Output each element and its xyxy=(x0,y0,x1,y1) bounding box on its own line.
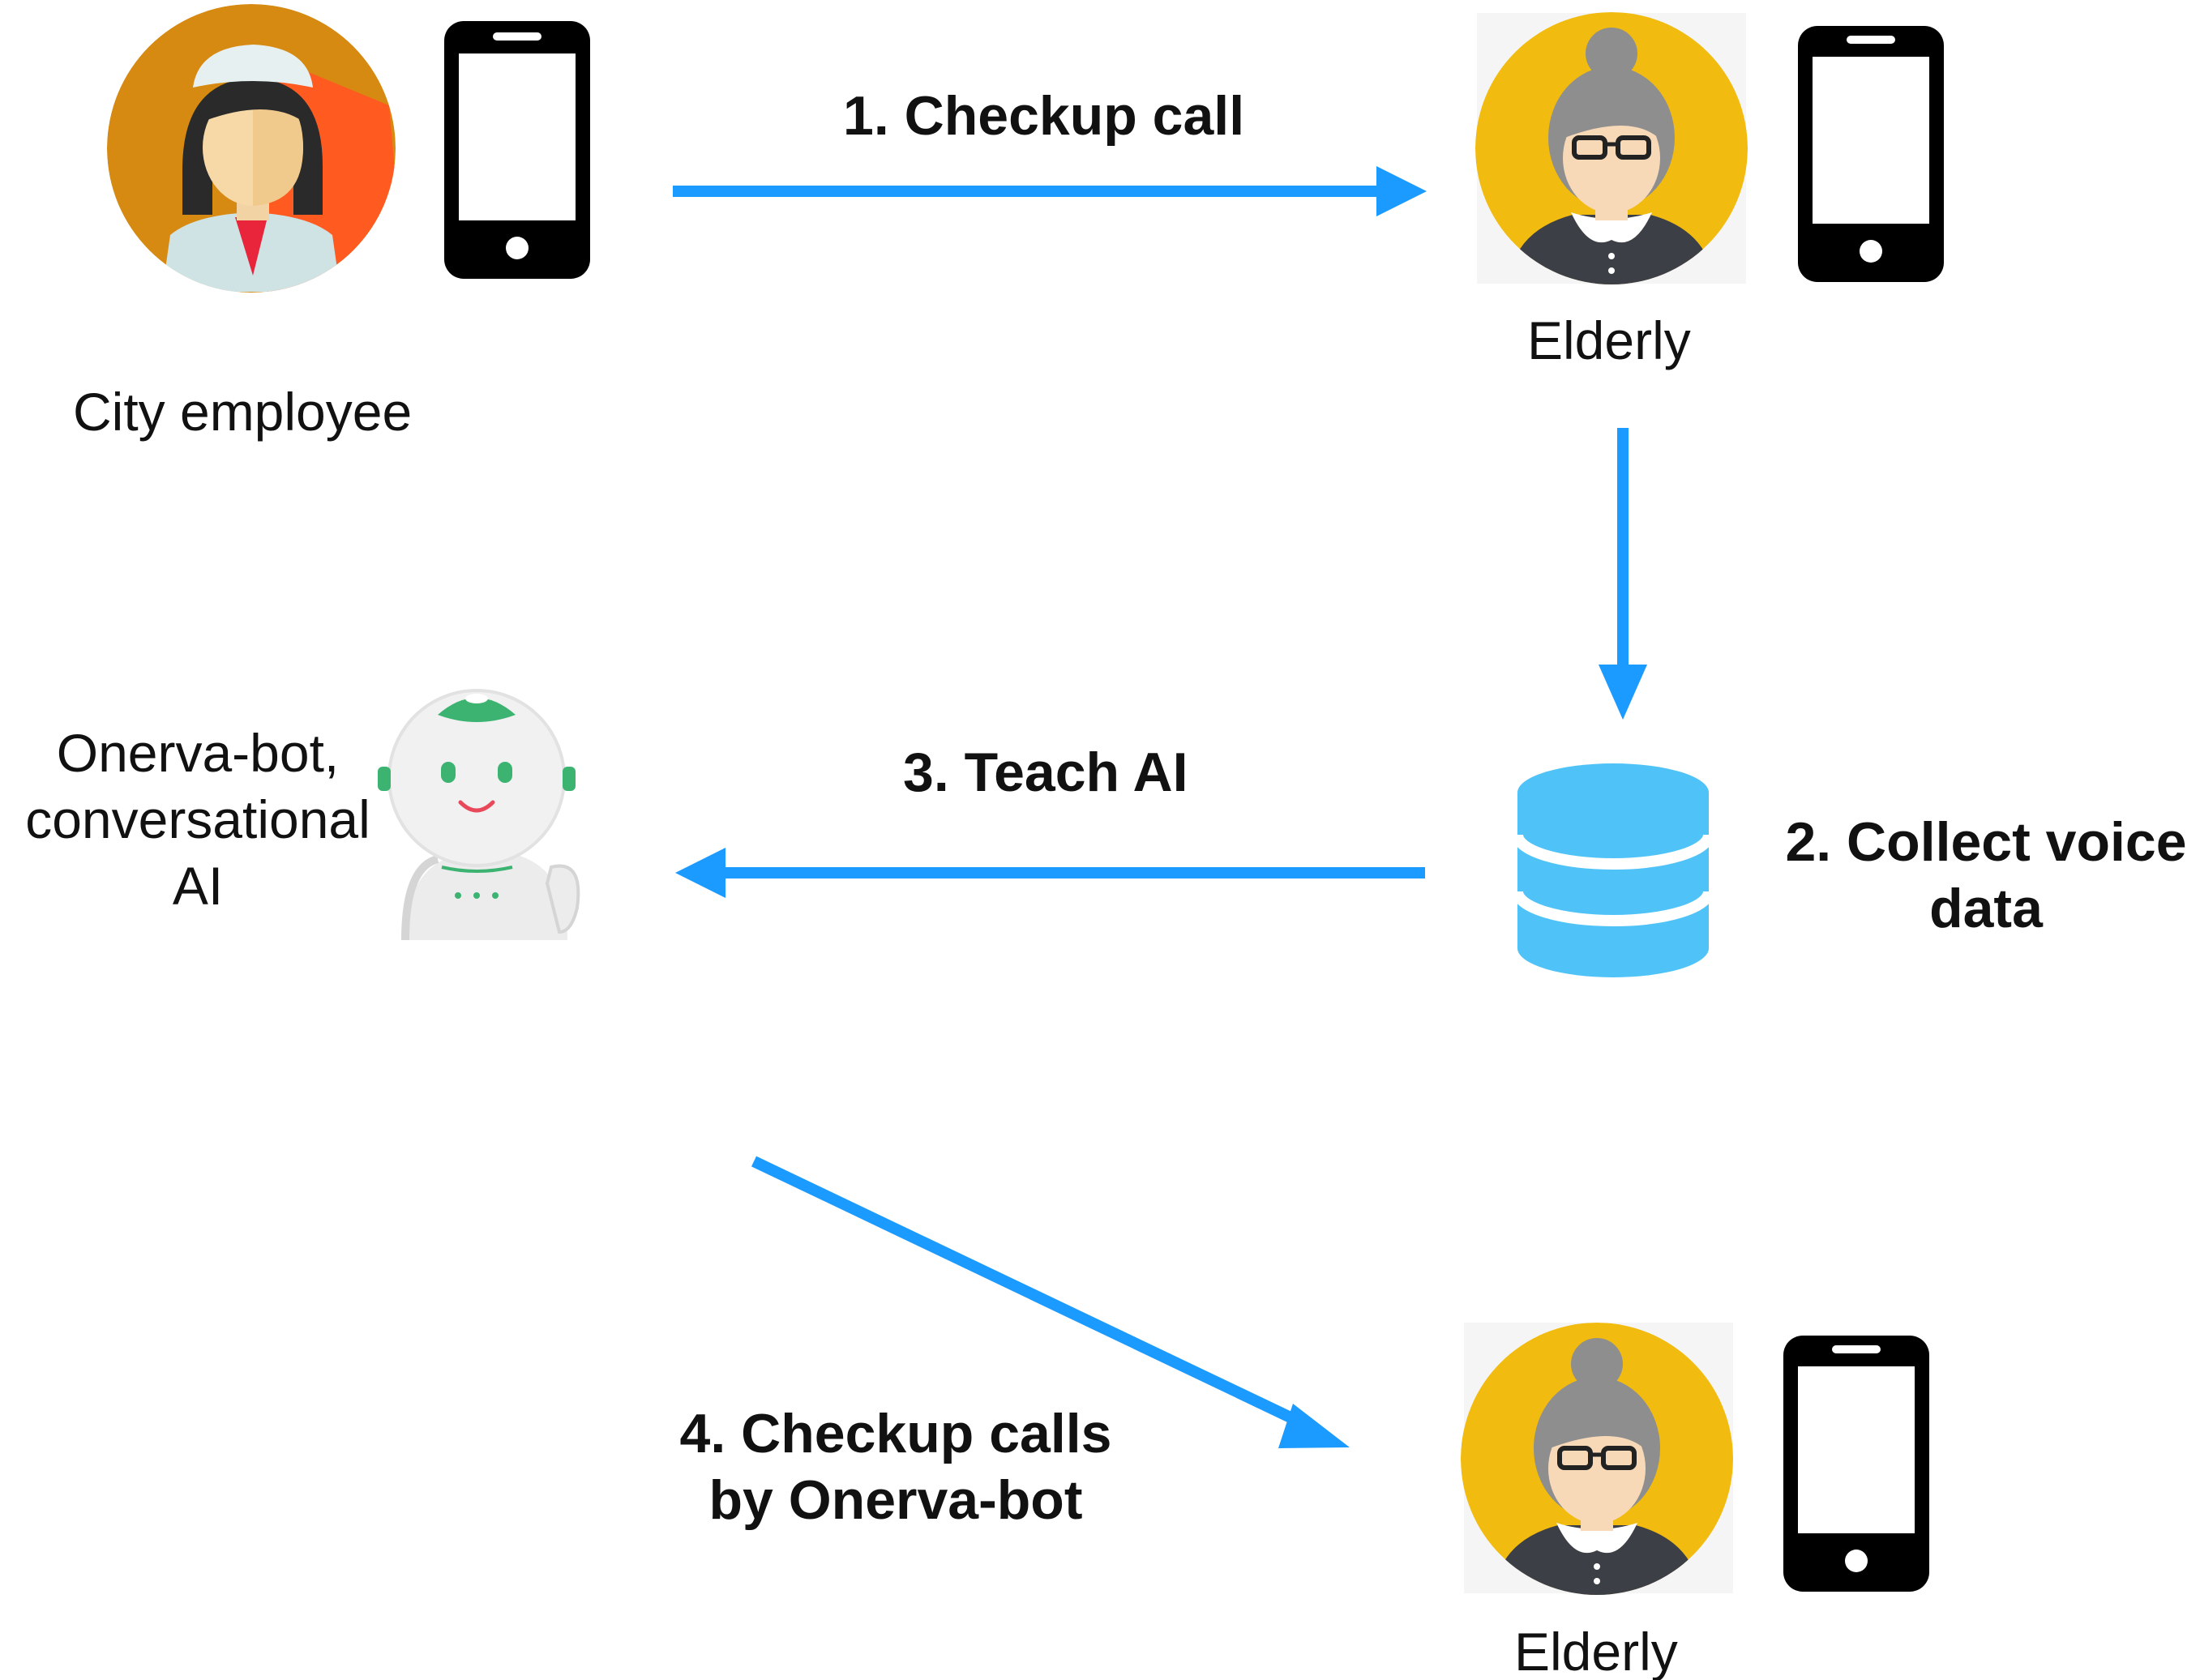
arrow-teach-ai xyxy=(675,848,1425,898)
bot-label-line2: conversational xyxy=(25,789,370,849)
step2-label: 2. Collect voice data xyxy=(1775,809,2197,942)
city-employee-label: City employee xyxy=(73,382,413,442)
bot-label-line3: AI xyxy=(172,856,224,916)
robot-icon xyxy=(378,689,580,941)
arrow-bot-checkup-calls xyxy=(751,1156,1350,1448)
arrow-checkup-call xyxy=(673,166,1427,216)
database-icon xyxy=(1512,763,1714,977)
step4-label-line1: 4. Checkup calls xyxy=(679,1403,1112,1464)
arrow-collect-voice-data xyxy=(1599,428,1647,720)
nurse-avatar-icon xyxy=(107,4,396,293)
step4-label: 4. Checkup calls by Onerva-bot xyxy=(648,1400,1143,1533)
bot-label: Onerva-bot, conversational AI xyxy=(11,720,384,919)
bot-label-line1: Onerva-bot, xyxy=(56,723,340,783)
elderly-label-top: Elderly xyxy=(1527,310,1691,370)
smartphone-icon xyxy=(1798,26,1944,282)
step3-label: 3. Teach AI xyxy=(903,742,1188,803)
smartphone-icon xyxy=(1783,1336,1929,1592)
step2-label-line1: 2. Collect voice xyxy=(1785,811,2187,873)
step4-label-line2: by Onerva-bot xyxy=(708,1469,1083,1531)
smartphone-icon xyxy=(444,21,590,279)
elderly-woman-avatar-icon xyxy=(1461,1323,1733,1595)
elderly-woman-avatar-icon xyxy=(1475,12,1748,284)
elderly-label-bottom: Elderly xyxy=(1514,1622,1678,1680)
step2-label-line2: data xyxy=(1929,878,2043,939)
step1-label: 1. Checkup call xyxy=(843,85,1245,147)
